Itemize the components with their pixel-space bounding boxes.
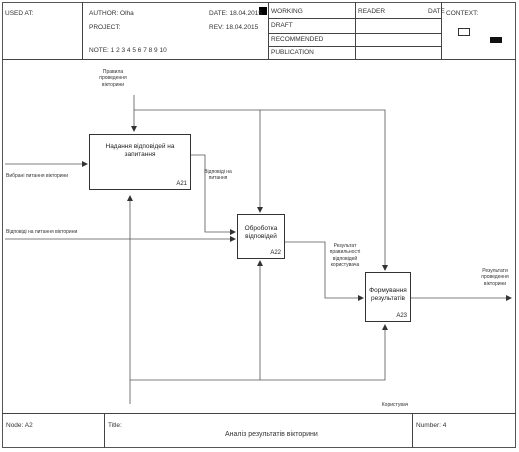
header-bottom-rule (2, 59, 516, 60)
arrow-label-input-answers: Відповіді на питання вікторини (6, 229, 78, 235)
mechanism-arrow-user-a23 (260, 324, 388, 381)
activity-name: Формування результатів (369, 287, 407, 303)
working-status-marker (259, 7, 267, 15)
footer-divider (412, 413, 413, 448)
activity-box-a22: Оброботка відповідей A22 (237, 214, 285, 259)
activity-name: Оброботка відповідей (244, 225, 278, 241)
status-recommended: RECOMMENDED (271, 36, 324, 43)
status-draft: DRAFT (271, 22, 293, 29)
activity-name: Надання відповідей на запитання (105, 143, 175, 159)
header-divider (441, 2, 442, 59)
footer-divider (104, 413, 105, 448)
title-label: Title: (108, 422, 122, 429)
activity-number: A23 (396, 313, 407, 319)
context-label: CONTEXT: (446, 10, 479, 17)
activity-number: A21 (176, 181, 187, 187)
control-arrow-rules-a23 (260, 109, 388, 271)
activity-box-a21: Надання відповідей на запитання A21 (89, 134, 191, 190)
footer-top-rule (2, 413, 516, 414)
arrow-label-answers: Відповіді на питання (204, 169, 232, 182)
project-label: PROJECT: (89, 24, 121, 31)
context-sibling-box (458, 28, 470, 36)
flow-arrow-a22-a23 (285, 241, 364, 301)
date-label: DATE: 18.04.2015 (209, 10, 262, 17)
arrow-label-output: Результати проведення вікторини (481, 268, 509, 287)
reader-date-label: DATE (428, 8, 445, 15)
node-label: Node: A2 (6, 422, 33, 429)
header-divider (82, 2, 83, 59)
arrow-label-input-questions: Вибрані питання вікторини (6, 173, 69, 179)
status-row-rule (268, 33, 441, 34)
status-publication: PUBLICATION (271, 49, 314, 56)
revision-label: REV: 18.04.2015 (209, 24, 259, 31)
used-at-label: USED AT: (5, 10, 34, 17)
arrow-label-correctness: Результат правильності відповідей корист… (329, 243, 361, 268)
author-label: AUTHOR: Olha (89, 10, 134, 17)
status-row-rule (268, 46, 441, 47)
notes-label: NOTE: 1 2 3 4 5 6 7 8 9 10 (89, 47, 167, 54)
number-label: Number: 4 (416, 422, 447, 429)
context-current-box (490, 37, 502, 43)
mechanism-arrow-user-a22 (130, 260, 263, 381)
flow-arrow-a21-a22 (191, 154, 236, 235)
header-divider (268, 2, 269, 59)
activity-box-a23: Формування результатів A23 (365, 272, 411, 322)
status-row-rule (268, 18, 441, 19)
idef0-frame (2, 2, 516, 448)
status-working: WORKING (271, 8, 303, 15)
arrow-label-rules: Правила проведення вікторини (99, 69, 127, 88)
arrow-label-user: Користувач (381, 402, 409, 408)
header-divider (355, 2, 356, 59)
activity-number: A22 (270, 250, 281, 256)
reader-label: READER (358, 8, 386, 15)
diagram-title: Аналіз результатів вікторини (225, 431, 318, 438)
